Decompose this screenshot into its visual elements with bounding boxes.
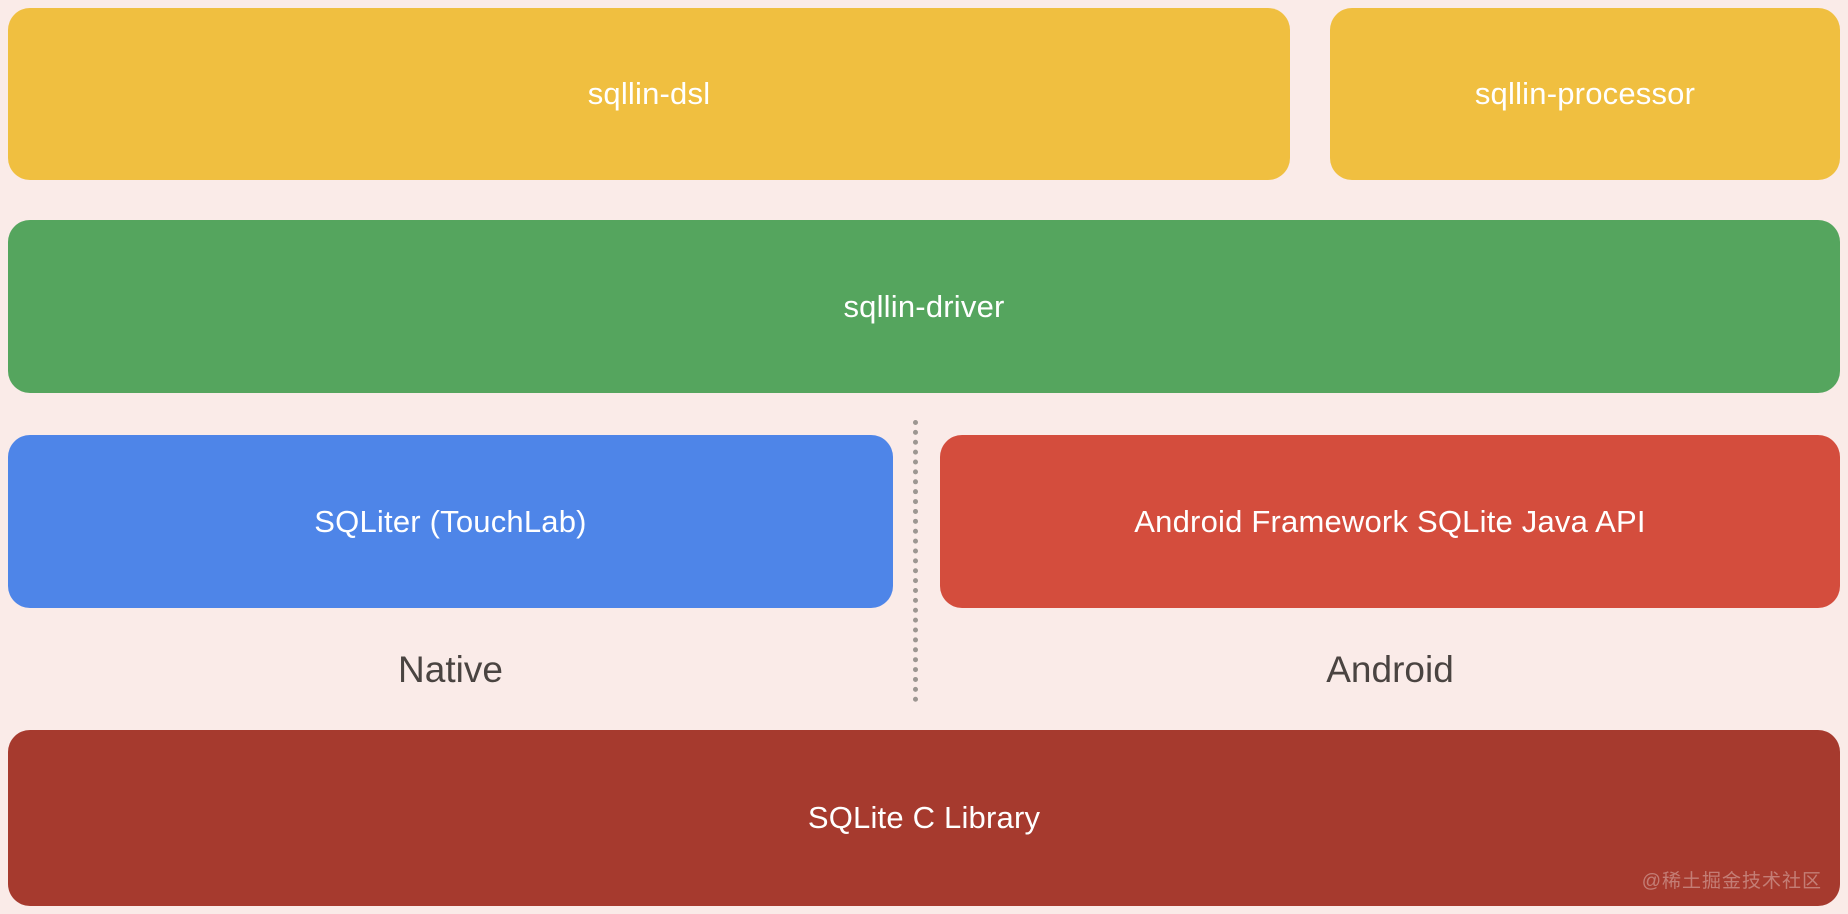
platform-caption-android-label: Android bbox=[1326, 649, 1454, 690]
layer-box-android-framework-sqlite-java-api: Android Framework SQLite Java API bbox=[940, 435, 1840, 608]
platform-caption-android: Android bbox=[940, 643, 1840, 697]
platform-caption-native: Native bbox=[8, 643, 893, 697]
layer-label-sqllin-driver: sqllin-driver bbox=[843, 288, 1005, 324]
layer-box-sqlite-c-library: SQLite C Library @稀土掘金技术社区 bbox=[8, 730, 1840, 906]
layer-box-sqllin-processor: sqllin-processor bbox=[1330, 8, 1840, 180]
layer-label-sqllin-processor: sqllin-processor bbox=[1474, 76, 1696, 112]
layer-label-sqllin-dsl: sqllin-dsl bbox=[587, 76, 711, 112]
layer-box-sqllin-driver: sqllin-driver bbox=[8, 220, 1840, 393]
layer-label-sqlite-c-library: SQLite C Library bbox=[807, 800, 1041, 836]
platform-divider bbox=[913, 420, 918, 702]
layer-box-sqliter-touchlab: SQLiter (TouchLab) bbox=[8, 435, 893, 608]
platform-caption-native-label: Native bbox=[398, 649, 503, 690]
watermark: @稀土掘金技术社区 bbox=[1641, 871, 1822, 893]
layer-label-android-framework-sqlite-java-api: Android Framework SQLite Java API bbox=[1134, 503, 1646, 539]
layer-label-sqliter-touchlab: SQLiter (TouchLab) bbox=[314, 503, 587, 539]
layer-box-sqllin-dsl: sqllin-dsl bbox=[8, 8, 1290, 180]
